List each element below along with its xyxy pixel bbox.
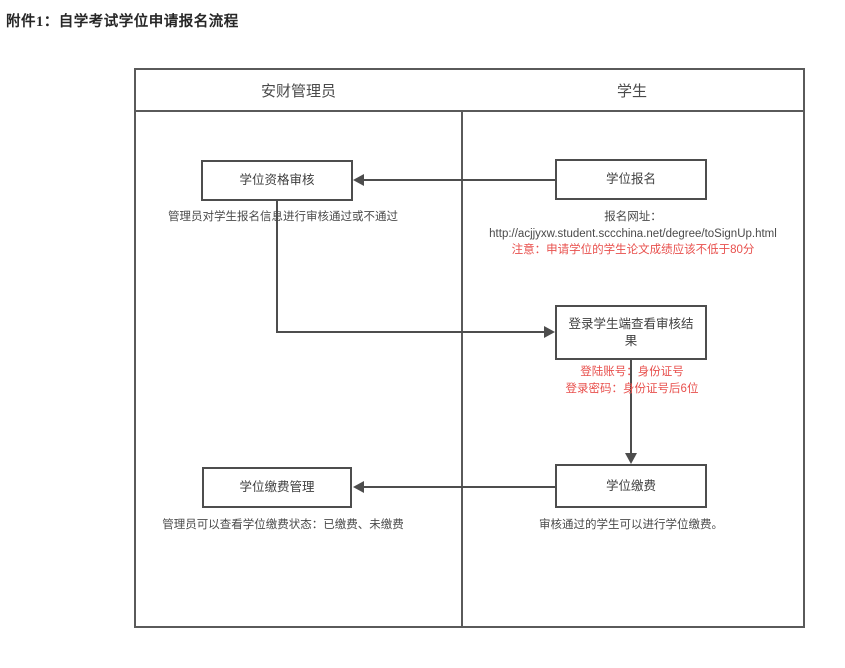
node-login-student-check-result[interactable]: 登录学生端查看审核结果 bbox=[555, 305, 707, 360]
node-degree-qualification-review-label: 学位资格审核 bbox=[239, 173, 315, 188]
caption-degree-signup-url: http://acjjyxw.student.sccchina.net/degr… bbox=[489, 227, 777, 240]
edge-check-to-pay-vertical bbox=[630, 360, 632, 454]
edge-check-to-pay-arrowhead-icon bbox=[625, 453, 637, 464]
node-login-student-check-result-label: 登录学生端查看审核结果 bbox=[568, 316, 694, 348]
node-degree-qualification-review[interactable]: 学位资格审核 bbox=[201, 160, 353, 201]
node-degree-payment[interactable]: 学位缴费 bbox=[555, 464, 707, 508]
edge-pay-to-payadmin-arrowhead-icon bbox=[353, 481, 364, 493]
node-degree-payment-management[interactable]: 学位缴费管理 bbox=[202, 467, 352, 508]
swimlane-header-student: 学生 bbox=[461, 70, 803, 110]
note-login-password: 登录密码：身份证号后6位 bbox=[565, 382, 699, 395]
caption-degree-payment-management: 管理员可以查看学位缴费状态：已缴费、未缴费 bbox=[162, 519, 404, 531]
edge-review-to-check-horizontal bbox=[276, 331, 545, 333]
edge-signup-to-review-line bbox=[364, 179, 555, 181]
caption-degree-signup-line1: 报名网址： bbox=[604, 211, 662, 223]
edge-review-to-check-arrowhead-icon bbox=[544, 326, 555, 338]
swimlane-divider bbox=[461, 112, 463, 626]
edge-signup-to-review-arrowhead-icon bbox=[353, 174, 364, 186]
swimlane-header-student-label: 学生 bbox=[616, 82, 647, 100]
caption-degree-payment: 审核通过的学生可以进行学位缴费。 bbox=[539, 519, 723, 531]
node-degree-signup-label: 学位报名 bbox=[605, 172, 656, 187]
edge-pay-to-payadmin-line bbox=[364, 486, 555, 488]
note-degree-signup-score-requirement: 注意：申请学位的学生论文成绩应该不低于80分 bbox=[511, 244, 755, 257]
caption-login-credentials: 登陆账号：身份证号 登录密码：身份证号后6位 bbox=[512, 364, 752, 397]
swimlane-header-row: 安财管理员 学生 bbox=[136, 70, 803, 112]
note-login-account: 登陆账号：身份证号 bbox=[580, 366, 684, 378]
swimlane-header-admin-label: 安财管理员 bbox=[260, 82, 336, 100]
page-title: 附件1：自学考试学位申请报名流程 bbox=[6, 14, 239, 30]
node-degree-payment-management-label: 学位缴费管理 bbox=[239, 480, 315, 495]
caption-degree-qualification-review: 管理员对学生报名信息进行审核通过或不通过 bbox=[168, 211, 398, 223]
edge-review-to-check-vertical bbox=[276, 201, 278, 333]
node-degree-payment-label: 学位缴费 bbox=[605, 478, 656, 493]
node-degree-signup[interactable]: 学位报名 bbox=[555, 159, 707, 200]
swimlane-header-admin: 安财管理员 bbox=[136, 70, 461, 110]
caption-degree-signup: 报名网址： http://acjjyxw.student.sccchina.ne… bbox=[462, 209, 804, 259]
flowchart-diagram: 安财管理员 学生 学位资格审核 学位报名 登录学生端查看审核结果 学位缴费管理 … bbox=[134, 68, 805, 628]
